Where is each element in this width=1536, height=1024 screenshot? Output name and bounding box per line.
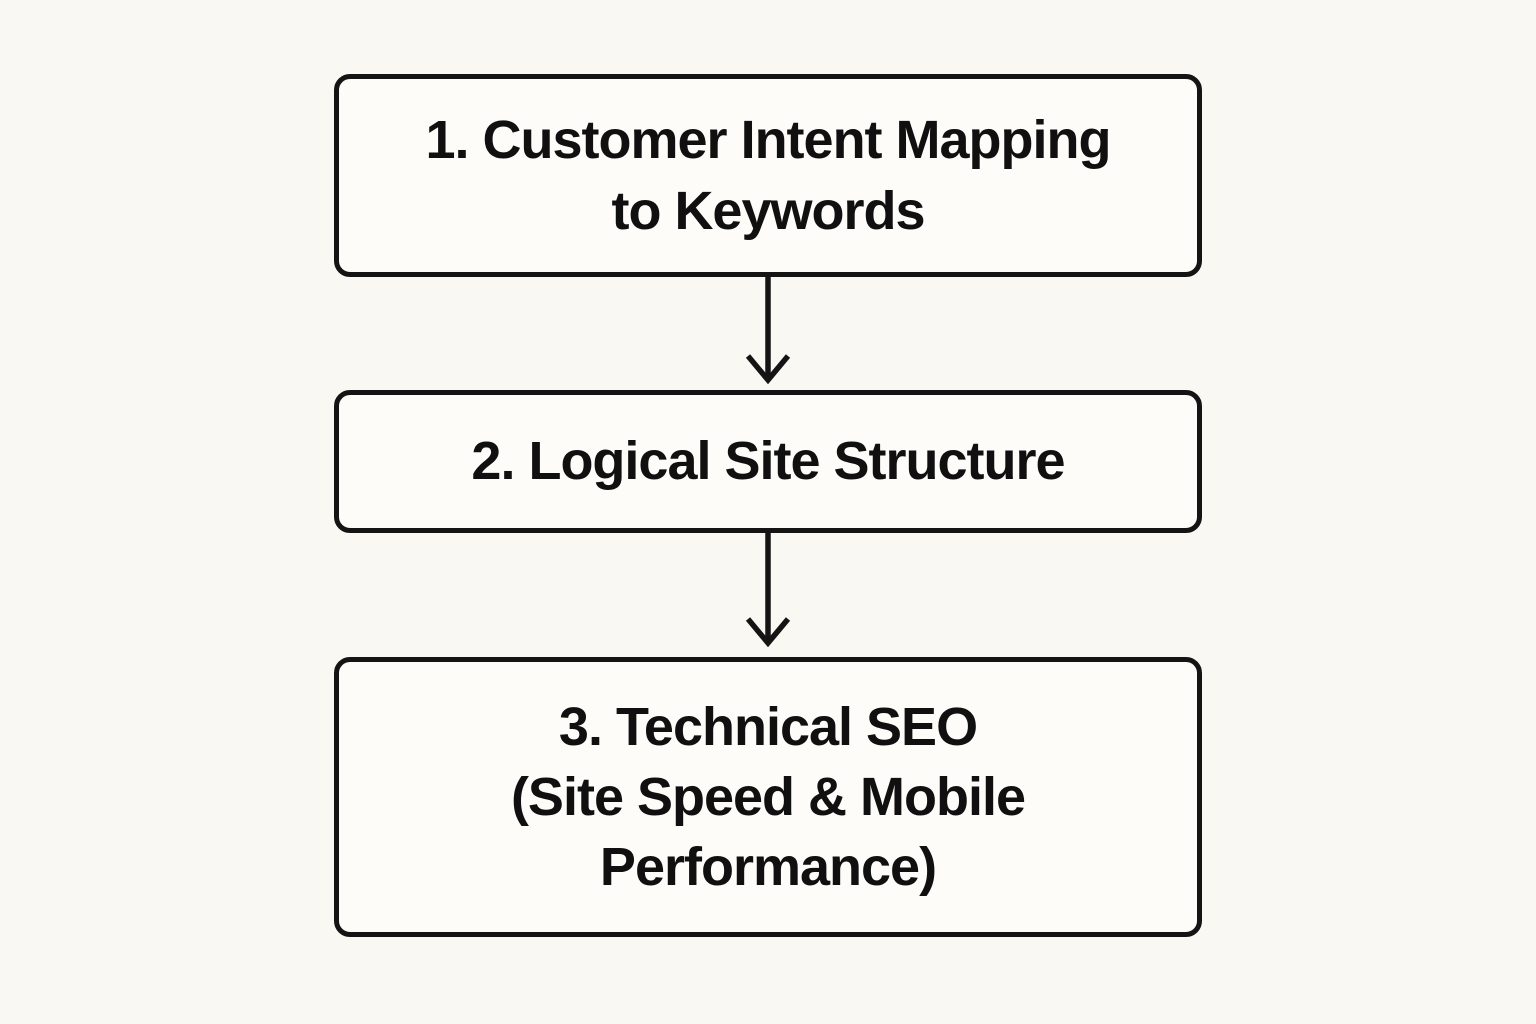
arrow-down-icon [745,277,791,385]
flow-node-customer-intent-label: 1. Customer Intent Mapping to Keywords [425,110,1111,241]
flow-node-site-structure: 2. Logical Site Structure [334,390,1202,533]
flow-node-technical-seo-label: 3. Technical SEO (Site Speed & Mobile Pe… [510,696,1026,898]
flow-node-technical-seo: 3. Technical SEO (Site Speed & Mobile Pe… [334,657,1202,937]
flow-node-site-structure-label: 2. Logical Site Structure [471,431,1065,492]
flow-node-customer-intent: 1. Customer Intent Mapping to Keywords [334,74,1202,277]
arrow-down-icon [745,533,791,648]
